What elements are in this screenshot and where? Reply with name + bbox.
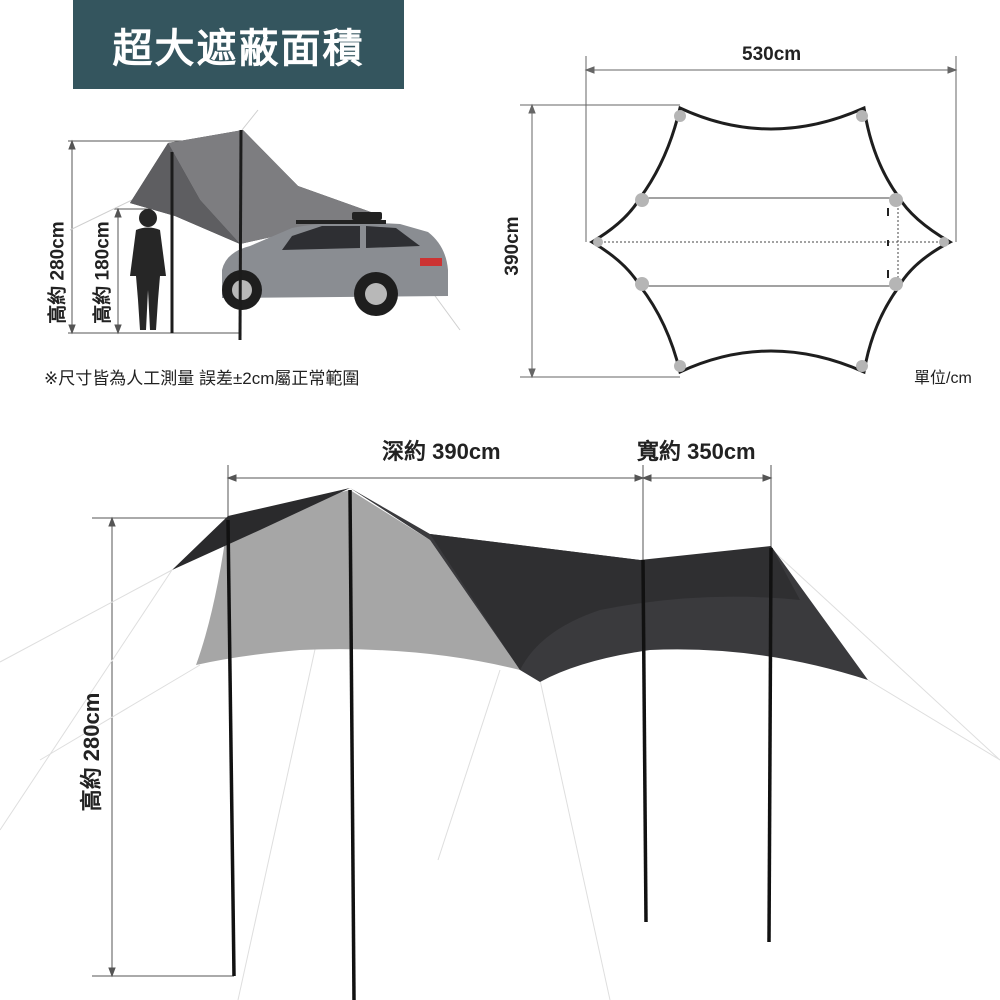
measurement-note: ※尺寸皆為人工測量 誤差±2cm屬正常範圍 (44, 369, 360, 388)
main-tarp (172, 488, 868, 682)
unit-label: 單位/cm (914, 370, 972, 387)
side-poles (170, 129, 243, 341)
plan-view-diagram (520, 56, 958, 379)
side-person-height-label: 高約 180cm (92, 221, 114, 324)
side-total-height-label: 高約 280cm (47, 221, 69, 324)
main-view-illustration (0, 465, 1000, 1000)
main-width-dimension (641, 465, 773, 548)
main-depth-label: 深約 390cm (382, 439, 501, 464)
side-view-illustration (68, 109, 461, 341)
plan-inner-lines (592, 196, 950, 288)
main-depth-dimension (226, 465, 645, 560)
main-width-label: 寬約 350cm (637, 439, 756, 464)
car-illustration (222, 212, 448, 316)
plan-width-label: 530cm (742, 44, 802, 65)
main-poles (226, 489, 773, 1000)
plan-grommets (593, 110, 949, 372)
plan-width-dimension (584, 56, 958, 242)
plan-depth-label: 390cm (502, 216, 523, 276)
page-title: 超大遮蔽面積 (112, 26, 365, 71)
person-silhouette (130, 209, 166, 330)
plan-depth-dimension (520, 103, 680, 379)
main-height-label: 高約 280cm (79, 692, 104, 812)
main-guy-lines (0, 489, 1000, 1000)
side-height-dimension (68, 139, 240, 335)
title-banner: 超大遮蔽面積 (73, 0, 404, 89)
main-height-dimension (92, 516, 234, 978)
plan-tarp-outline (589, 105, 954, 375)
side-tarp (130, 130, 382, 244)
